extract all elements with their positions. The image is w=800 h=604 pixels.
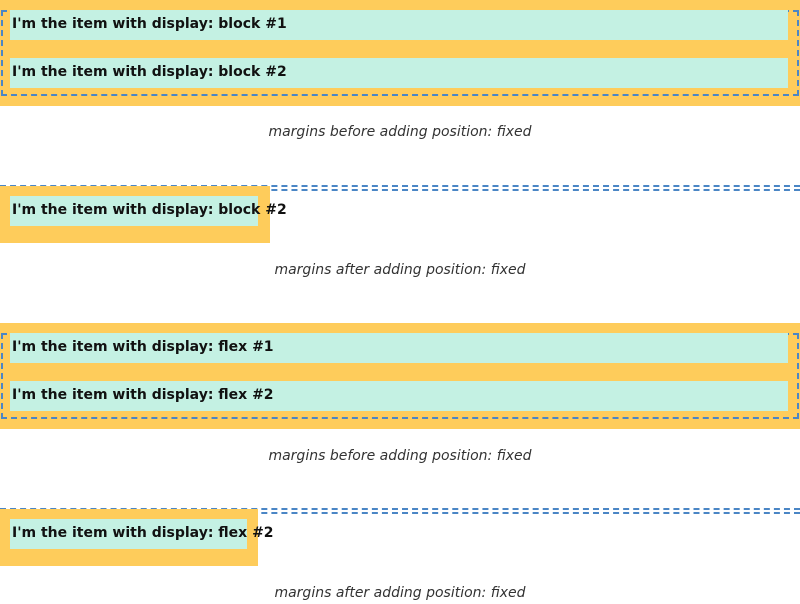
caption-flex-before: margins before adding position: fixed <box>268 448 532 464</box>
caption-flex-after: margins after adding position: fixed <box>274 585 526 601</box>
block-container-collapsed <box>0 185 800 191</box>
block-item-2: I'm the item with display: block #2 <box>10 58 788 88</box>
block-fixed-item-2: I'm the item with display: block #2 <box>10 196 287 226</box>
caption-block-after: margins after adding position: fixed <box>274 262 526 278</box>
flex-item-1: I'm the item with display: flex #1 <box>10 333 788 363</box>
caption-block-before: margins before adding position: fixed <box>268 124 532 140</box>
block-fixed-wrapper: I'm the item with display: block #2 <box>0 186 287 243</box>
flex-item-2: I'm the item with display: flex #2 <box>10 381 788 411</box>
flex-fixed-item-2: I'm the item with display: flex #2 <box>10 519 274 549</box>
block-item-1: I'm the item with display: block #1 <box>10 10 788 40</box>
flex-fixed-wrapper: I'm the item with display: flex #2 <box>0 509 274 566</box>
flex-container-collapsed <box>0 508 800 514</box>
